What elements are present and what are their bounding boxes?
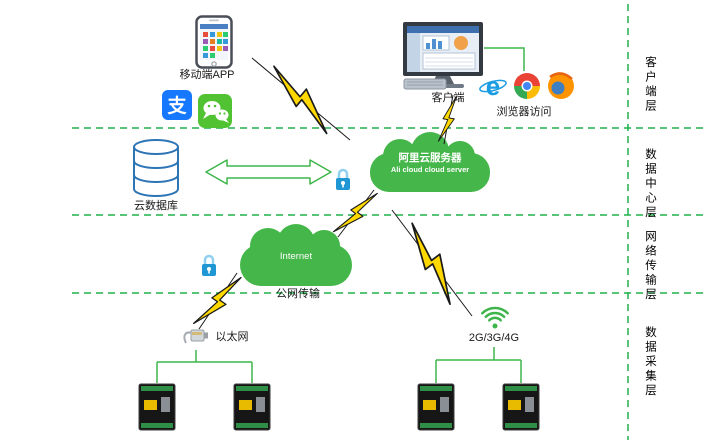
lightning-app-to-server (251, 57, 351, 141)
mobile-app-label: 移动端APP (179, 69, 235, 81)
cloud-database-label: 云数据库 (134, 200, 178, 212)
lock-icon-server (336, 168, 350, 190)
internet-cloud-icon (240, 224, 352, 286)
ali-cloud-en-label: Ali cloud cloud server (390, 165, 470, 174)
ali-cloud-icon (370, 132, 490, 192)
controller-device-icon-2 (233, 383, 271, 431)
ali-cloud-cn-label: 阿里云服务器 (398, 152, 462, 164)
keyboard-icon (403, 78, 447, 90)
alipay-glyph: 支 (166, 95, 187, 117)
ie-glyph: e (486, 71, 500, 101)
controller-device-icon-3 (417, 383, 455, 431)
firefox-icon (548, 72, 574, 99)
wechat-icon (198, 94, 232, 128)
layer-label-data-center: 数据中心层 (644, 148, 656, 221)
lock-icon-internet (202, 254, 216, 276)
lightning-internet-to-ethernet (192, 272, 242, 330)
double-arrow (205, 159, 332, 185)
lightning-server-to-cellular (391, 209, 473, 317)
lightning-server-to-internet (332, 189, 378, 238)
public-transmission-label: 公网传输 (276, 288, 320, 300)
client-pc-label: 客户端 (431, 92, 465, 104)
browser-access-label: 浏览器访问 (496, 106, 552, 118)
cellular-label: 2G/3G/4G (468, 332, 520, 344)
controller-device-icon-1 (138, 383, 176, 431)
green-connectors (156, 47, 525, 383)
ethernet-label: 以太网 (215, 331, 249, 343)
database-icon (133, 139, 179, 197)
monitor-to-browsers-line (484, 47, 525, 71)
layer-separator-lines (72, 4, 708, 440)
phone-icon (195, 15, 233, 69)
alipay-icon: 支 (162, 90, 192, 120)
ie-icon: e (479, 71, 507, 101)
monitor-icon (403, 22, 483, 90)
internet-label: Internet (279, 251, 313, 262)
controller-device-icon-4 (502, 383, 540, 431)
ethernet-plug-icon (183, 329, 208, 344)
layer-label-client: 客户端层 (644, 56, 656, 114)
lightning-client-to-server (437, 94, 457, 145)
chrome-icon (514, 73, 540, 99)
layer-label-collection: 数据采集层 (644, 326, 656, 399)
wifi-icon (481, 306, 509, 329)
layer-label-network: 网络传输层 (644, 230, 656, 303)
